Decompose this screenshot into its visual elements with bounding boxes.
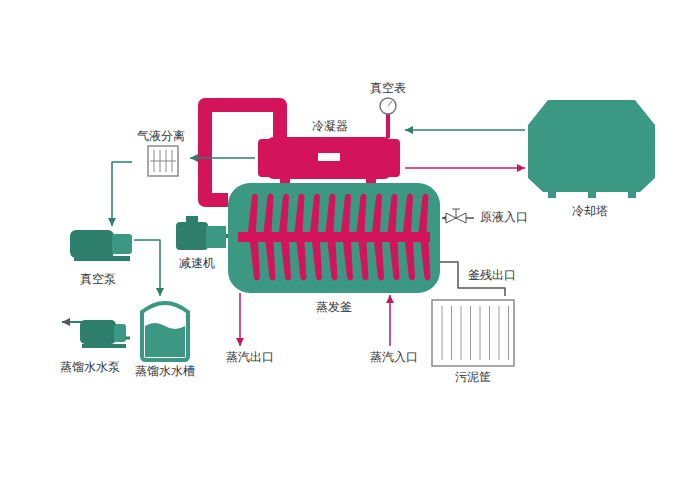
vessel-blade (250, 242, 260, 281)
basket-slat (470, 306, 471, 360)
vessel-blade (359, 242, 369, 281)
cooling-tower: 冷却塔 (525, 95, 655, 220)
vacuum-gauge-shape (380, 98, 396, 138)
equipment-label: 蒸发釜 (314, 300, 354, 315)
pipe-connector (405, 167, 525, 169)
equipment-label: 冷凝器 (310, 119, 350, 134)
distilled-water-pump: 蒸馏水水泵 (55, 312, 125, 376)
condenser-shape (258, 118, 400, 186)
vessel-blade (295, 194, 305, 233)
vessel-blade (264, 194, 274, 233)
vessel-blade (328, 242, 338, 281)
vessel-blade (341, 194, 351, 233)
vessel-blade (297, 242, 307, 281)
vessel-blade (312, 242, 322, 281)
equipment-label: 污泥筐 (453, 370, 493, 385)
vessel-blade (421, 242, 431, 281)
vessel-blade (266, 242, 276, 281)
vessel-blade (372, 194, 382, 233)
pipe-connector (405, 129, 525, 131)
vessel-blade (419, 194, 429, 233)
basket-slat (442, 306, 443, 360)
equipment-label: 气液分离 (135, 129, 187, 144)
vacuum-pump-shape (70, 230, 132, 261)
vessel-blade (310, 194, 320, 233)
pipe-label: 蒸汽入口 (368, 350, 420, 365)
pipe-connector (134, 240, 160, 296)
sludge-basket-shape (432, 300, 514, 366)
feed-inlet-pipe (442, 209, 474, 223)
tank-shape (142, 303, 188, 360)
pipe-connector (125, 337, 130, 340)
vacuum-pump: 真空泵 (62, 226, 134, 288)
equipment-label: 真空泵 (78, 272, 118, 287)
pipe-label: 釜残出口 (466, 268, 518, 283)
pipe-label: 原液入口 (478, 210, 530, 225)
evaporator-vessel: 蒸发釜 (228, 183, 440, 316)
basket-slat (480, 306, 481, 360)
gas-liquid-separator: 气液分离 (132, 128, 190, 178)
pipe-connector (112, 162, 132, 226)
pipe-connector (226, 234, 228, 238)
equipment-label: 蒸馏水水泵 (58, 360, 122, 375)
sludge-basket: 污泥筐 (428, 296, 518, 386)
vessel-blade (281, 242, 291, 281)
vessel-shape (228, 183, 440, 293)
vacuum-gauge: 真空表 (364, 80, 412, 118)
basket-slat (461, 306, 462, 360)
equipment-label: 蒸馏水水槽 (133, 364, 197, 379)
vessel-blade (390, 242, 400, 281)
basket-slat (499, 306, 500, 360)
vessel-blade (357, 194, 367, 233)
reducer: 减速机 (168, 210, 226, 272)
vessel-blade (374, 242, 384, 281)
basket-slat (489, 306, 490, 360)
distilled-water-tank: 蒸馏水水槽 (130, 296, 200, 380)
basket-slat (508, 306, 509, 360)
vessel-blade (343, 242, 353, 281)
reducer-shape (176, 216, 226, 250)
cooling-tower-shape (528, 100, 655, 198)
vessel-blade (405, 242, 415, 281)
vessel-blade (403, 194, 413, 233)
condenser: 冷凝器 (255, 118, 405, 180)
water-pump-shape (62, 320, 126, 348)
equipment-label: 减速机 (177, 256, 217, 271)
vessel-blade (248, 194, 258, 233)
equipment-label: 冷却塔 (570, 204, 610, 219)
vessel-blade (388, 194, 398, 233)
equipment-label: 真空表 (368, 81, 408, 96)
steam-pipes (240, 293, 390, 346)
vessel-blade (326, 194, 336, 233)
basket-slat (451, 306, 452, 360)
pipe-connector (205, 105, 280, 200)
separator-shape (148, 146, 178, 176)
pipe-connector (190, 157, 255, 159)
vessel-blade (279, 194, 289, 233)
pipe-label: 蒸汽出口 (224, 350, 276, 365)
